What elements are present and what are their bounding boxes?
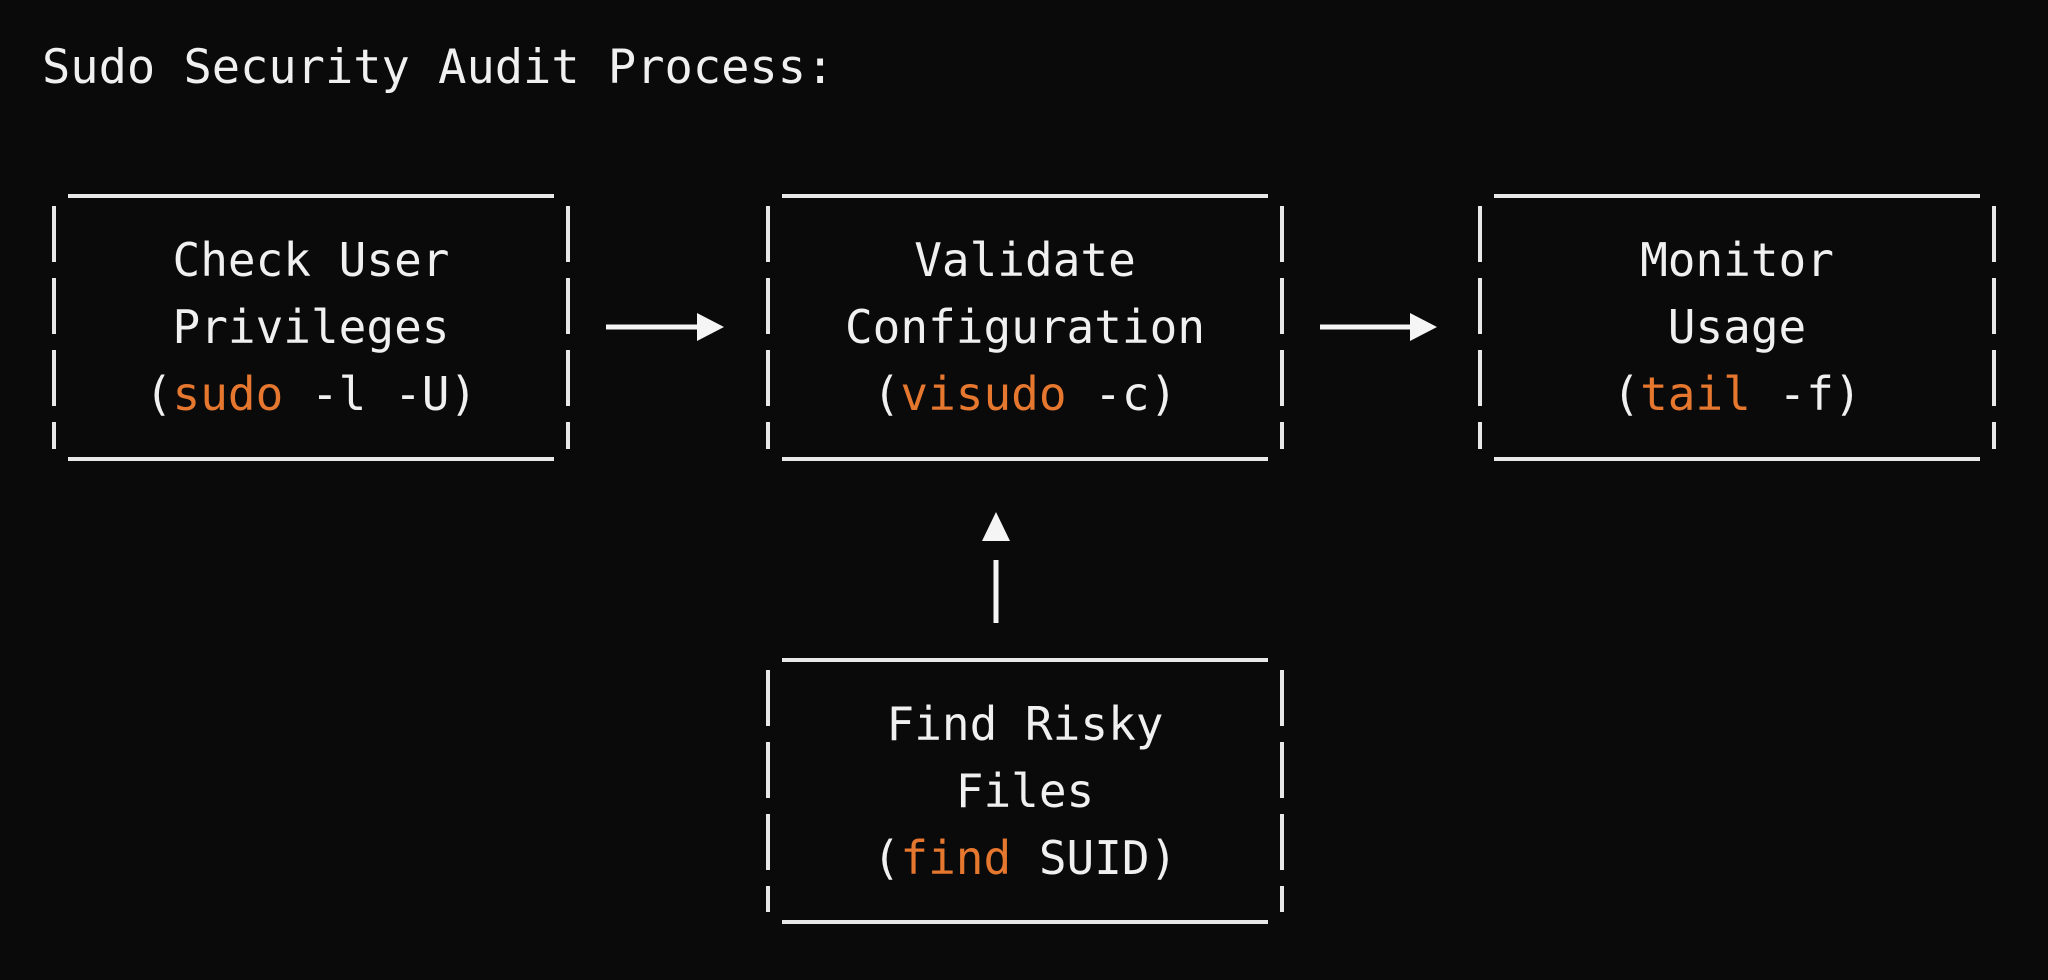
command-args: -f) <box>1750 367 1862 421</box>
command-keyword: tail <box>1640 367 1751 421</box>
command-keyword: sudo <box>172 367 284 421</box>
node-label-line: Find Risky <box>886 696 1164 751</box>
command-paren: ( <box>144 367 173 421</box>
node-label-line: Files <box>955 763 1095 818</box>
node-validate-configuration: Validate Configuration (visudo -c) <box>766 194 1284 461</box>
node-label-line: Usage <box>1667 300 1807 354</box>
node-command: (sudo -l -U) <box>145 361 477 428</box>
command-keyword: visudo <box>900 367 1067 421</box>
command-args: SUID) <box>1011 830 1178 885</box>
node-label-line: Privileges <box>172 300 450 354</box>
command-paren: ( <box>872 830 901 885</box>
arrow-right-icon <box>606 313 724 341</box>
arrow-up-icon <box>982 512 1010 623</box>
node-find-risky-files: Find Risky Files (find SUID) <box>766 658 1284 924</box>
node-label-line: Check User <box>172 233 450 287</box>
command-keyword: find <box>900 830 1012 885</box>
diagram-title: Sudo Security Audit Process: <box>42 40 835 95</box>
command-paren: ( <box>1612 367 1641 421</box>
arrow-right-icon <box>1320 313 1437 341</box>
node-label-line: Configuration <box>844 300 1206 354</box>
node-command: (visudo -c) <box>873 361 1178 428</box>
node-check-user-privileges: Check User Privileges (sudo -l -U) <box>52 194 570 461</box>
command-args: -l -U) <box>283 367 478 421</box>
node-command: (find SUID) <box>873 825 1178 892</box>
node-monitor-usage: Monitor Usage (tail -f) <box>1478 194 1996 461</box>
box-borders <box>52 194 1996 924</box>
command-paren: ( <box>872 367 901 421</box>
node-label-line: Validate <box>914 233 1136 287</box>
node-command: (tail -f) <box>1612 361 1861 428</box>
command-args: -c) <box>1066 367 1178 421</box>
node-label-line: Monitor <box>1640 233 1834 287</box>
